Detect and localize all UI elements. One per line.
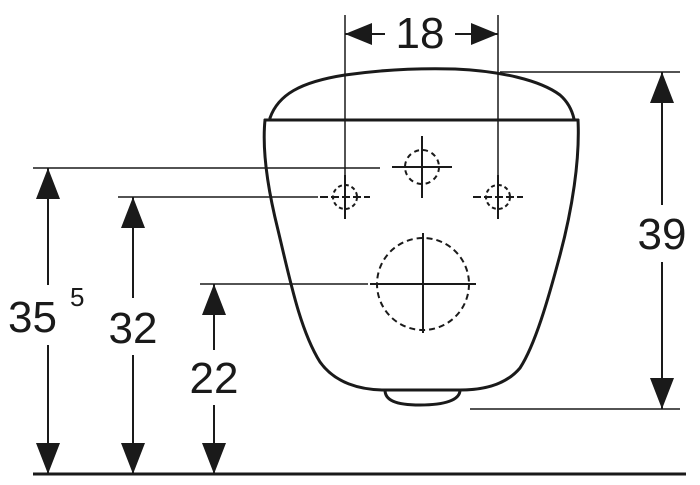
total-height-arrow-top bbox=[650, 72, 674, 103]
width-dimension: 18 bbox=[345, 9, 498, 58]
bowl-left-side bbox=[262, 118, 387, 392]
width-arrow-left bbox=[345, 23, 372, 45]
bowl-outlet-foot bbox=[383, 388, 462, 407]
width-arrow-right bbox=[471, 23, 498, 45]
height-a-arrow-bottom bbox=[36, 443, 60, 474]
height-a-label: 35 bbox=[8, 293, 57, 342]
height-a-superscript: 5 bbox=[70, 282, 84, 312]
height-b-arrow-top bbox=[121, 197, 145, 228]
height-c-dimension: 22 bbox=[190, 283, 368, 474]
upper-fixing-hole bbox=[392, 136, 452, 198]
height-b-label: 32 bbox=[109, 304, 158, 353]
total-height-arrow-bottom bbox=[650, 378, 674, 409]
total-height-label: 39 bbox=[638, 210, 687, 259]
outlet-hole bbox=[370, 233, 476, 333]
height-c-label: 22 bbox=[190, 354, 239, 403]
bowl-right-side bbox=[458, 118, 580, 392]
toilet-lid bbox=[268, 67, 576, 121]
total-height-dimension: 39 bbox=[470, 71, 687, 410]
height-c-arrow-bottom bbox=[202, 443, 226, 474]
toilet-body bbox=[262, 67, 580, 407]
height-a-dimension: 35 5 bbox=[8, 167, 380, 474]
width-label: 18 bbox=[396, 9, 445, 58]
height-c-arrow-top bbox=[202, 284, 226, 315]
height-b-dimension: 32 bbox=[109, 196, 318, 474]
height-b-arrow-bottom bbox=[121, 443, 145, 474]
height-a-arrow-top bbox=[36, 168, 60, 199]
width-extension-lines bbox=[344, 15, 499, 190]
